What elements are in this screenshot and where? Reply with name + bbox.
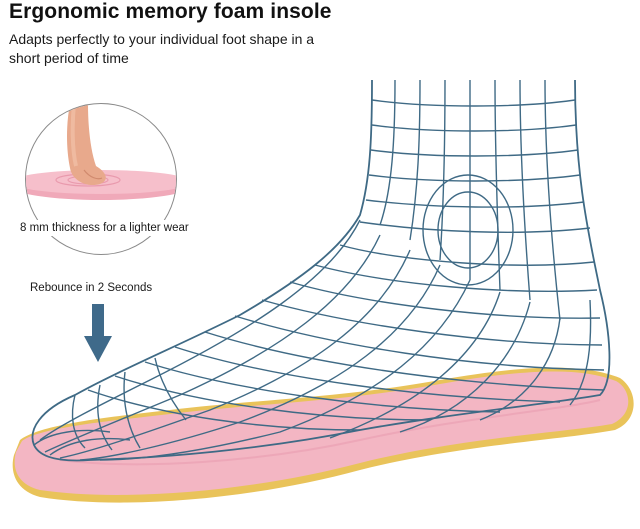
wireframe-foot [31, 79, 611, 462]
rebounce-callout: Rebounce in 2 Seconds [30, 282, 153, 294]
thickness-callout: 8 mm thickness for a lighter wear [18, 220, 191, 236]
down-arrow-icon [84, 304, 112, 362]
page-subtitle: Adapts perfectly to your individual foot… [9, 31, 315, 66]
finger-press-image [26, 104, 176, 200]
page-title: Ergonomic memory foam insole [9, 0, 332, 23]
insole [12, 367, 634, 503]
